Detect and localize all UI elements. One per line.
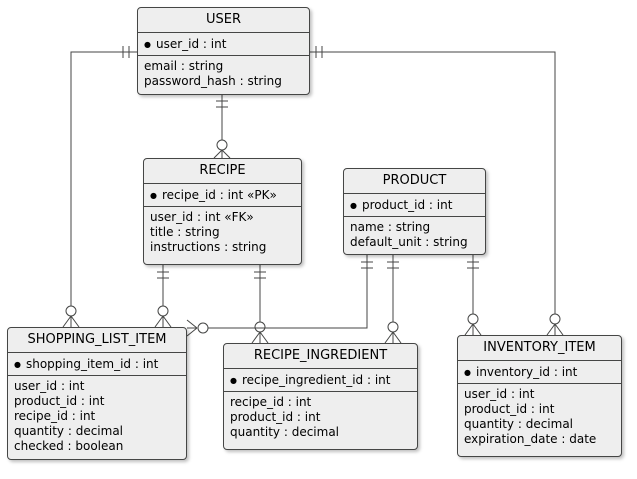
entity-recipe-ingredient-fields: recipe_id : int product_id : int quantit…	[224, 392, 417, 449]
entity-shopping-list-item: SHOPPING_LIST_ITEM ● shopping_item_id : i…	[7, 327, 187, 460]
entity-field: name : string	[350, 220, 431, 234]
relationship-product-shopping-list-item	[186, 255, 373, 337]
primary-key-bullet-icon: ●	[14, 360, 21, 369]
zero-or-many-circle-icon	[157, 305, 169, 317]
entity-field: user_id : int	[464, 387, 535, 401]
entity-product: PRODUCT ● product_id : int name : string …	[343, 168, 486, 255]
exactly-one-marker-icon	[122, 46, 130, 58]
primary-key-bullet-icon: ●	[150, 191, 157, 200]
entity-inventory-item-title: INVENTORY_ITEM	[458, 336, 621, 361]
crow-foot-icon	[62, 315, 80, 328]
entity-field: quantity : decimal	[14, 424, 124, 438]
entity-shopping-list-item-key-row: ● shopping_item_id : int	[8, 353, 186, 376]
relationship-user-shopping-list-item	[62, 46, 137, 328]
entity-recipe-fields: user_id : int «FK» title : string instru…	[144, 207, 301, 264]
entity-user-fields: email : string password_hash : string	[138, 56, 309, 94]
relationship-recipe-recipe-ingredient	[251, 265, 269, 344]
entity-recipe-ingredient-title: RECIPE_INGREDIENT	[224, 344, 417, 369]
exactly-one-marker-icon	[467, 261, 479, 269]
entity-recipe: RECIPE ● recipe_id : int «PK» user_id : i…	[143, 158, 302, 265]
exactly-one-marker-icon	[315, 46, 323, 58]
entity-field: instructions : string	[150, 240, 267, 254]
entity-inventory-item: INVENTORY_ITEM ● inventory_id : int user_…	[457, 335, 622, 457]
entity-inventory-item-key-label: inventory_id : int	[475, 365, 578, 379]
entity-field: product_id : int	[230, 410, 321, 424]
exactly-one-marker-icon	[361, 261, 373, 269]
entity-user-key-row: ● user_id : int	[138, 33, 309, 56]
crow-foot-icon	[384, 331, 402, 344]
zero-or-many-circle-icon	[197, 322, 209, 334]
primary-key-bullet-icon: ●	[350, 201, 357, 210]
entity-shopping-list-item-key-label: shopping_item_id : int	[25, 357, 159, 371]
zero-or-many-circle-icon	[467, 313, 479, 325]
entity-shopping-list-item-fields: user_id : int product_id : int recipe_id…	[8, 376, 186, 459]
primary-key-bullet-icon: ●	[230, 376, 237, 385]
entity-inventory-item-key-row: ● inventory_id : int	[458, 361, 621, 384]
entity-recipe-key-row: ● recipe_id : int «PK»	[144, 184, 301, 207]
entity-product-key-row: ● product_id : int	[344, 194, 485, 217]
entity-field: email : string	[144, 59, 224, 73]
crow-foot-icon	[464, 323, 482, 336]
entity-field: checked : boolean	[14, 439, 124, 453]
entity-field: recipe_id : int	[230, 395, 312, 409]
crow-foot-icon	[154, 315, 172, 328]
entity-shopping-list-item-title: SHOPPING_LIST_ITEM	[8, 328, 186, 353]
entity-recipe-ingredient: RECIPE_INGREDIENT ● recipe_ingredient_id …	[223, 343, 418, 450]
crow-foot-icon	[213, 149, 231, 159]
zero-or-many-circle-icon	[549, 313, 561, 325]
crow-foot-icon	[251, 331, 269, 344]
entity-field: expiration_date : date	[464, 432, 597, 446]
entity-field: user_id : int «FK»	[150, 210, 254, 224]
crow-foot-icon	[186, 319, 198, 337]
entity-user-key-label: user_id : int	[155, 37, 227, 51]
entity-field: quantity : decimal	[230, 425, 340, 439]
entity-field: quantity : decimal	[464, 417, 574, 431]
entity-field: recipe_id : int	[14, 409, 96, 423]
entity-recipe-ingredient-key-label: recipe_ingredient_id : int	[241, 373, 391, 387]
entity-product-key-label: product_id : int	[361, 198, 453, 212]
exactly-one-marker-icon	[157, 271, 169, 279]
exactly-one-marker-icon	[387, 261, 399, 269]
zero-or-many-circle-icon	[254, 321, 266, 333]
entity-field: user_id : int	[14, 379, 85, 393]
zero-or-many-circle-icon	[387, 321, 399, 333]
entity-product-title: PRODUCT	[344, 169, 485, 194]
entity-product-fields: name : string default_unit : string	[344, 217, 485, 254]
zero-or-many-circle-icon	[65, 305, 77, 317]
entity-recipe-ingredient-key-row: ● recipe_ingredient_id : int	[224, 369, 417, 392]
primary-key-bullet-icon: ●	[464, 368, 471, 377]
exactly-one-marker-icon	[216, 100, 228, 108]
entity-field: product_id : int	[14, 394, 105, 408]
entity-recipe-title: RECIPE	[144, 159, 301, 184]
relationship-user-recipe	[213, 95, 231, 159]
entity-field: title : string	[150, 225, 220, 239]
exactly-one-marker-icon	[254, 271, 266, 279]
relationship-user-inventory-item	[310, 46, 564, 336]
relationship-product-inventory-item	[464, 255, 482, 336]
crow-foot-icon	[546, 323, 564, 336]
entity-field: product_id : int	[464, 402, 555, 416]
entity-inventory-item-fields: user_id : int product_id : int quantity …	[458, 384, 621, 456]
entity-user: USER ● user_id : int email : string passw…	[137, 7, 310, 95]
primary-key-bullet-icon: ●	[144, 40, 151, 49]
zero-or-many-circle-icon	[216, 139, 228, 151]
entity-recipe-key-label: recipe_id : int «PK»	[161, 188, 277, 202]
entity-field: password_hash : string	[144, 74, 282, 88]
entity-user-title: USER	[138, 8, 309, 33]
entity-field: default_unit : string	[350, 235, 468, 249]
relationship-recipe-shopping-list-item	[154, 265, 172, 328]
relationship-product-recipe-ingredient	[384, 255, 402, 344]
